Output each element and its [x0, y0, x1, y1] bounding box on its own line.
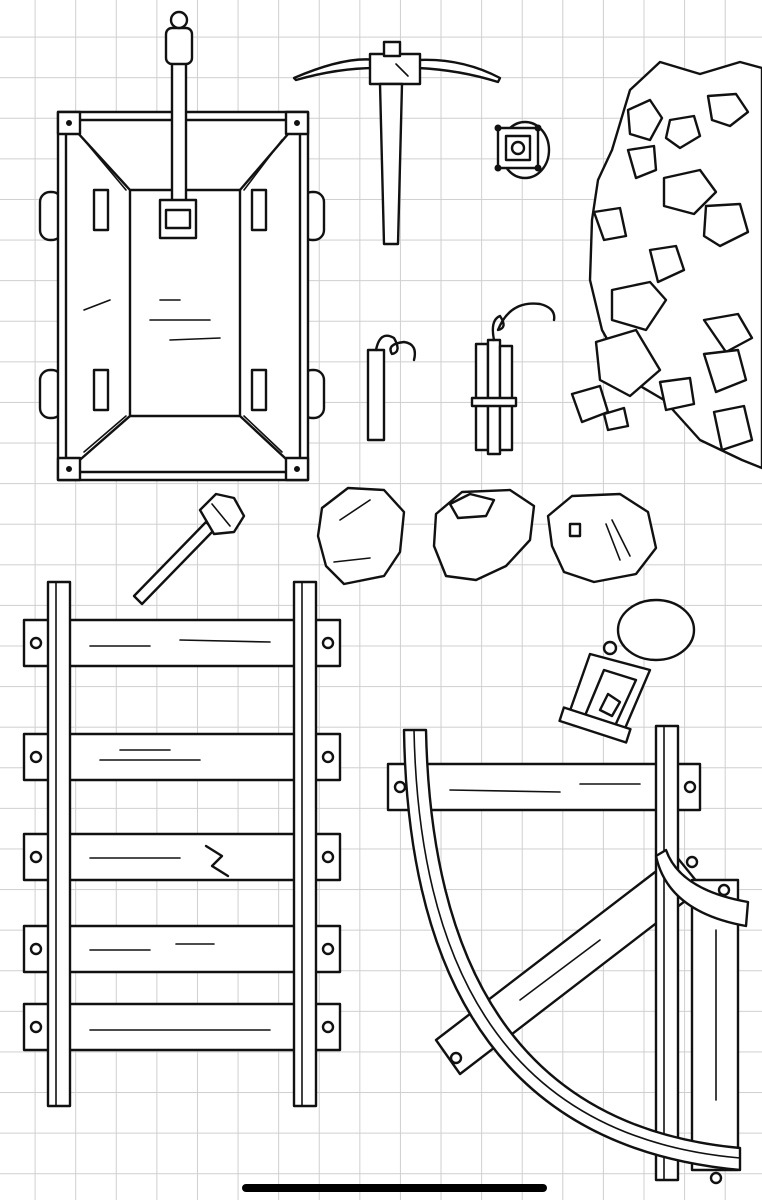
lantern-small	[494, 120, 551, 180]
dynamite-bundle	[470, 302, 556, 456]
curved-track	[386, 724, 750, 1185]
home-indicator	[242, 1184, 547, 1192]
ore-rocks	[316, 486, 658, 586]
mine-cart	[38, 10, 326, 482]
dynamite-stick	[366, 334, 417, 442]
torch	[132, 492, 246, 606]
rock-pile	[570, 60, 762, 470]
lantern	[558, 598, 696, 744]
straight-track	[22, 580, 342, 1108]
pickaxe	[292, 40, 502, 246]
